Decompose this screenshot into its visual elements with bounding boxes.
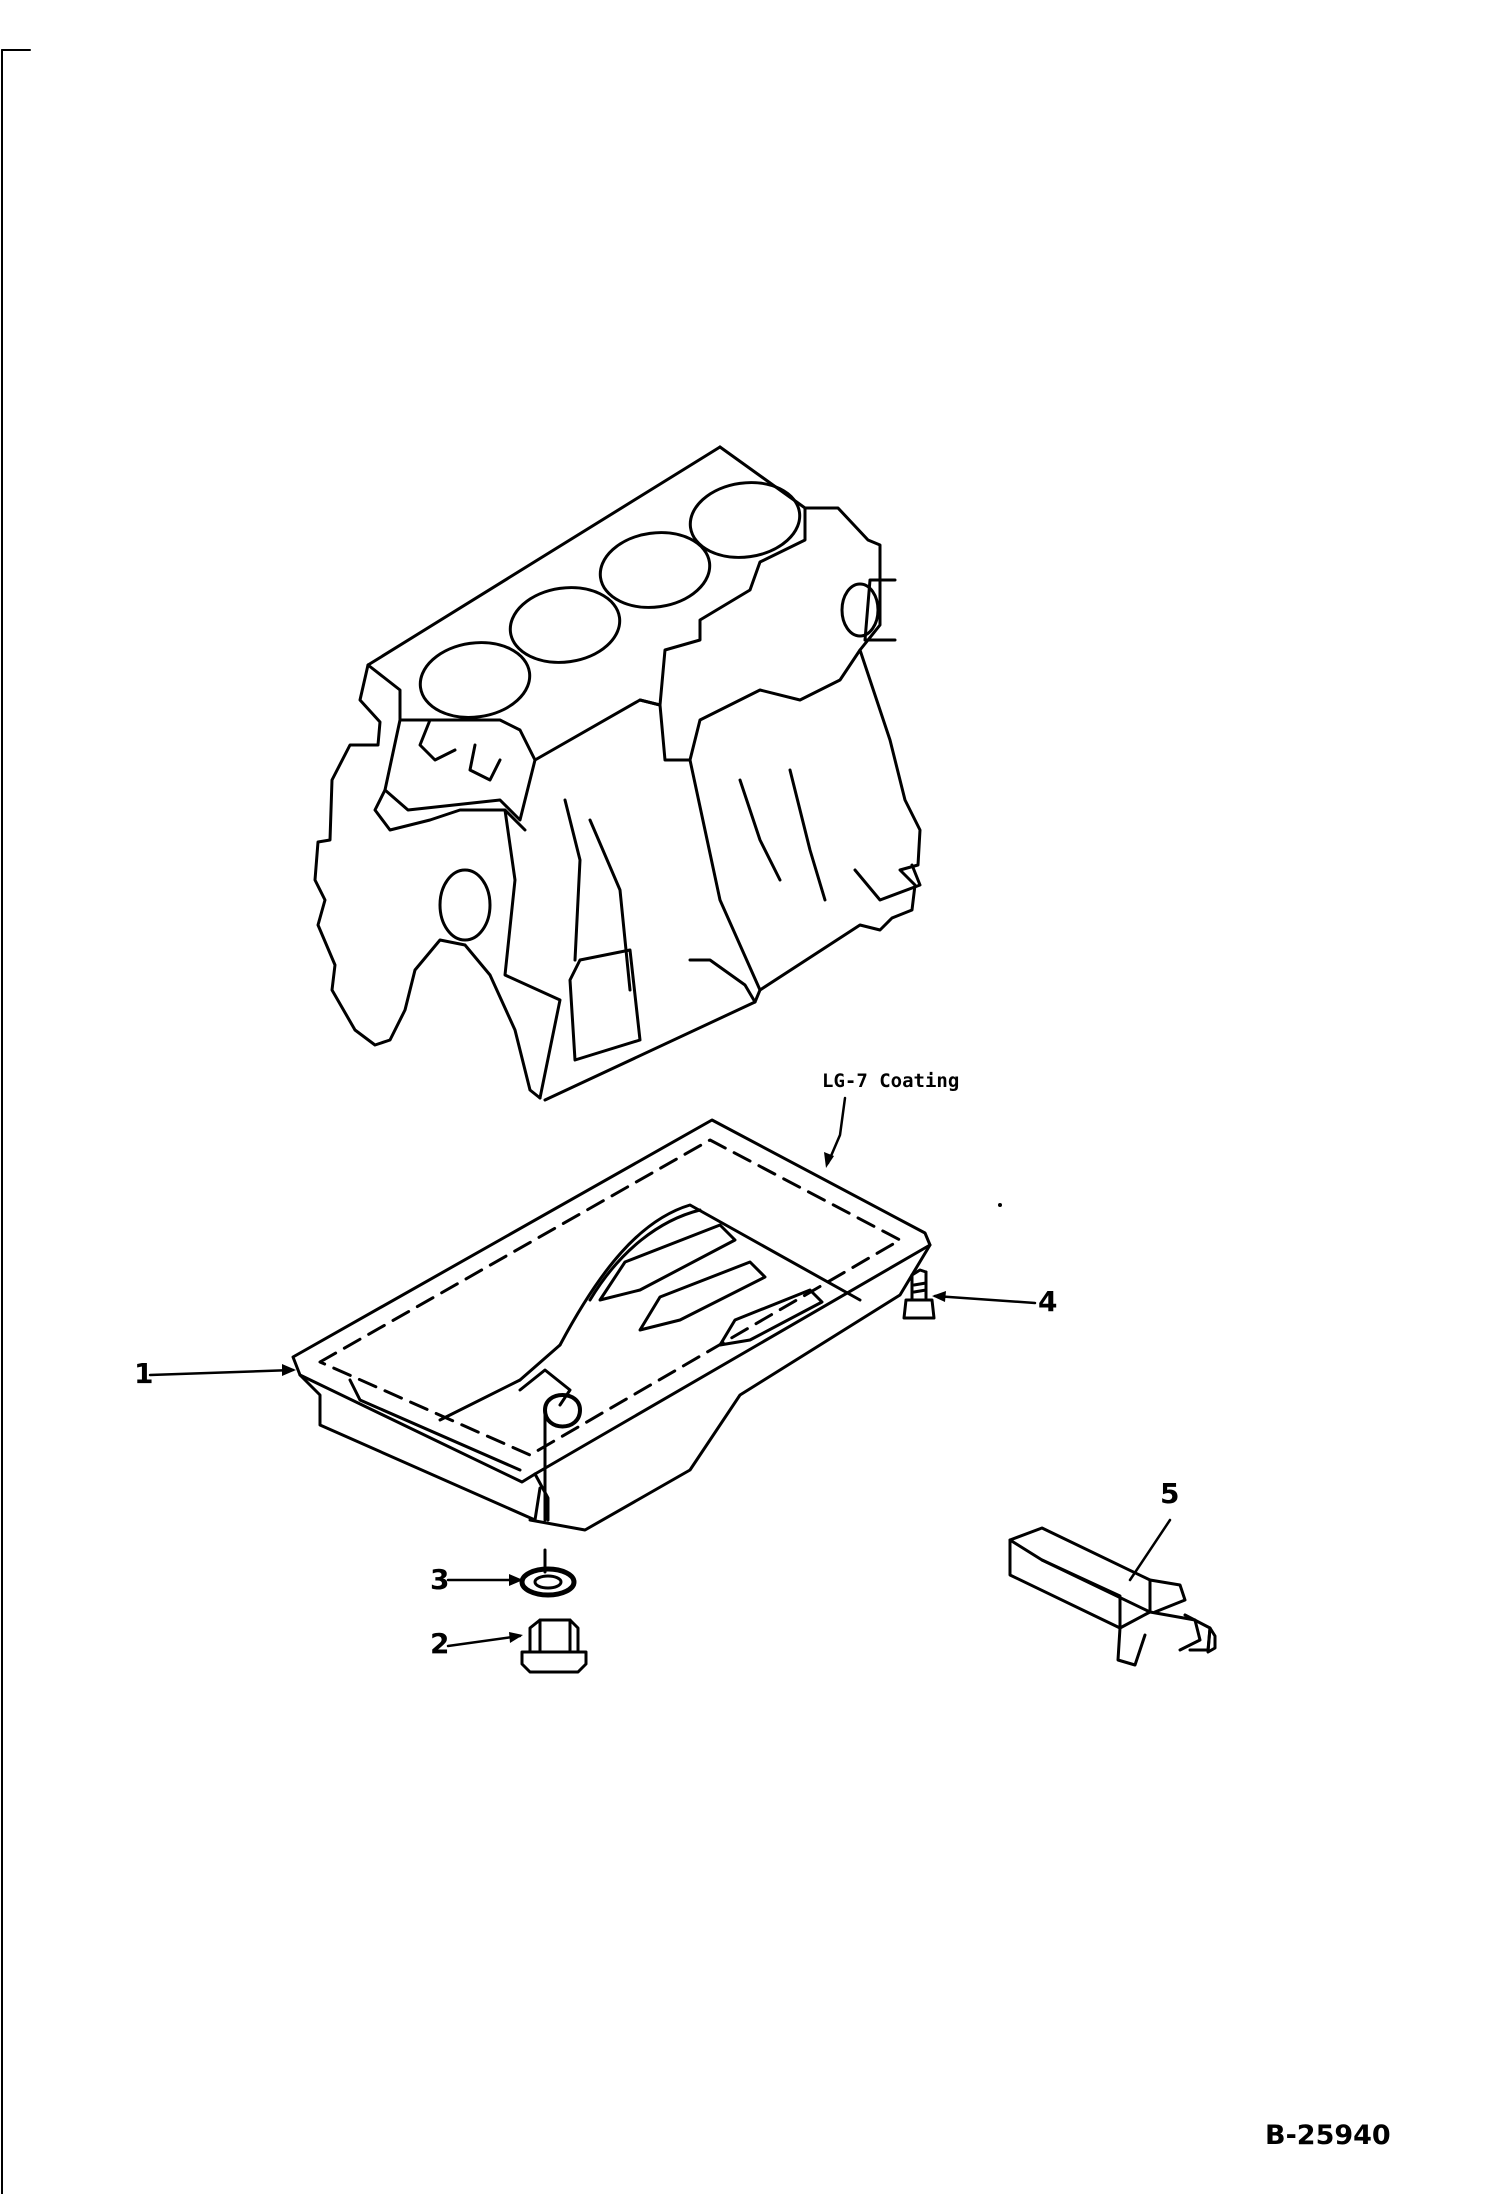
callout-4: 4	[1038, 1285, 1058, 1318]
leader-arrowheads	[282, 1152, 946, 1643]
sheet-border	[1, 49, 31, 2194]
oil-pan	[291, 1118, 932, 1574]
sealant-tube	[1008, 1526, 1217, 1667]
leader-lines	[148, 1096, 1172, 1648]
callout-5: 5	[1160, 1477, 1180, 1510]
callout-3: 3	[430, 1563, 450, 1596]
document-number: B-25940	[1265, 2120, 1391, 2151]
gasket-ring	[519, 1566, 577, 1598]
cylinder-block	[313, 445, 922, 1102]
drain-plug	[520, 1618, 588, 1674]
bolt	[902, 1268, 936, 1320]
sealant-note: LG-7 Coating	[822, 1070, 960, 1092]
callout-2: 2	[430, 1627, 450, 1660]
callout-1: 1	[134, 1357, 154, 1390]
stray-mark	[998, 1203, 1002, 1207]
